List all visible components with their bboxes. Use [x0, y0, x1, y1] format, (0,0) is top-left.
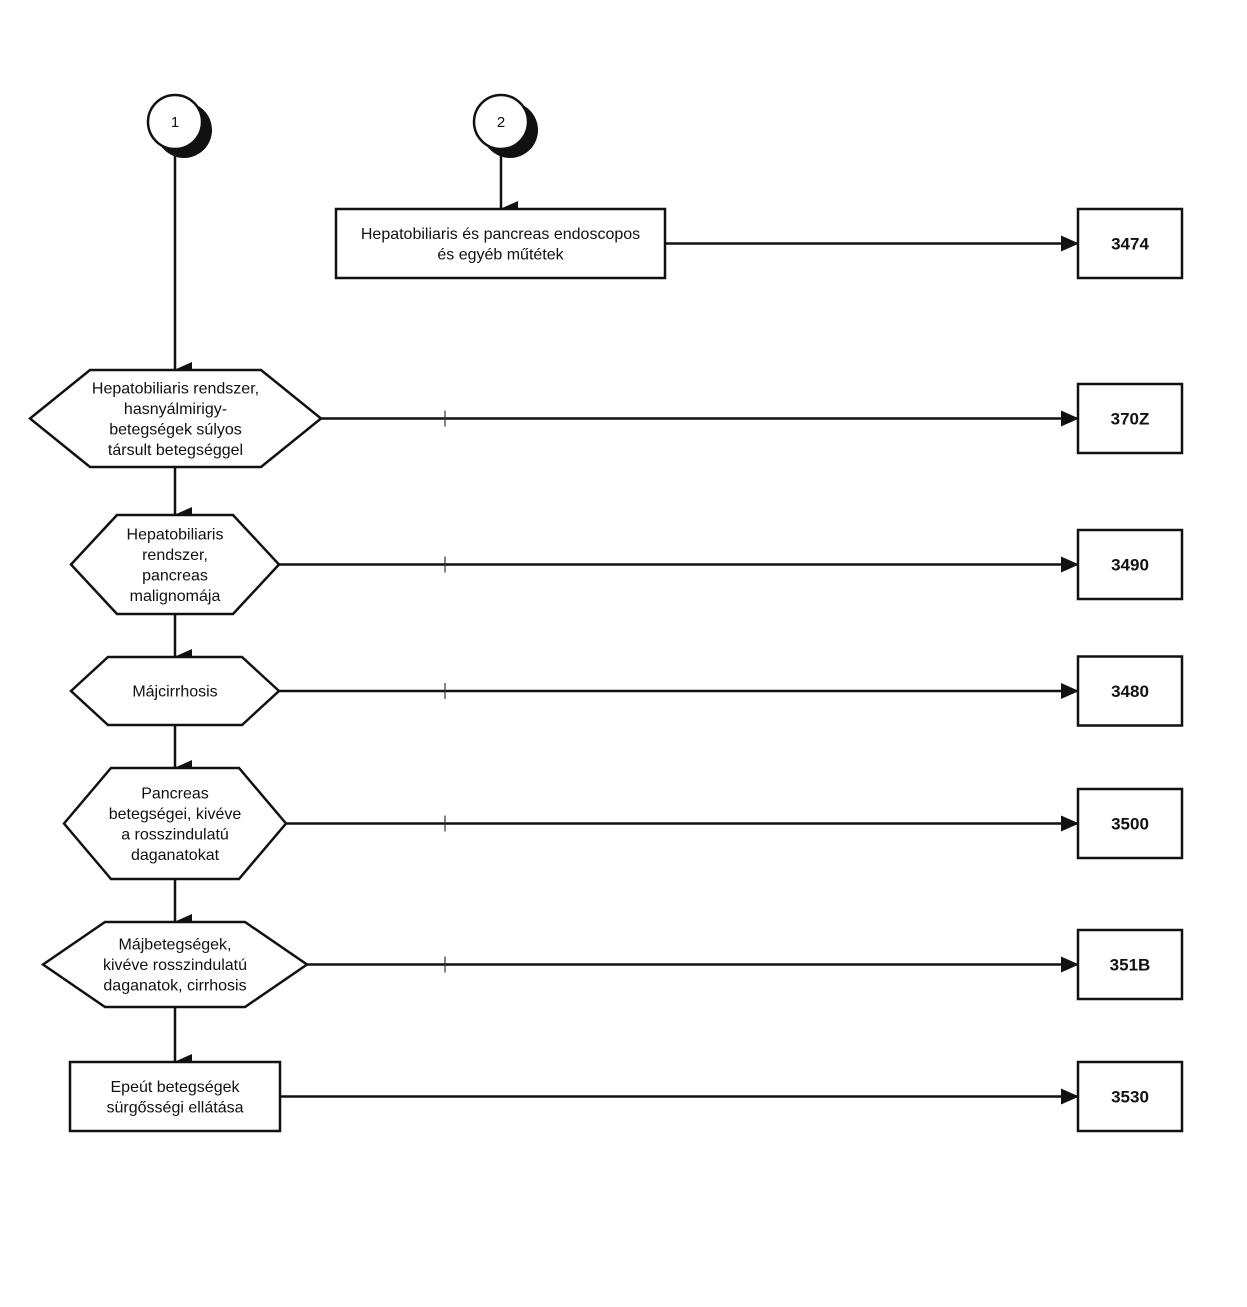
result-box-3530: 3530 — [1076, 1060, 1184, 1133]
node-label-line: és egyéb műtétek — [437, 246, 564, 263]
result-code: 351B — [1110, 956, 1151, 975]
result-code: 3474 — [1111, 235, 1149, 254]
node-label-line: daganatok, cirrhosis — [103, 978, 246, 995]
connector-1: 1 — [146, 93, 212, 158]
process-box — [68, 1060, 282, 1133]
node-label-line: daganatokat — [131, 847, 220, 864]
result-code: 3480 — [1111, 682, 1149, 701]
decision-node-3490: Hepatobiliaris rendszer, pancreas malignomá… — [69, 513, 281, 616]
node-label-line: Hepatobiliaris és pancreas endoscopos — [361, 226, 640, 243]
result-box-3474: 3474 — [1076, 207, 1184, 280]
decision-hexagon — [69, 655, 281, 727]
connector-2: 2 — [472, 93, 538, 158]
decision-node-3480: Májcirrhosis — [69, 655, 281, 727]
decision-hexagon — [62, 766, 288, 881]
node-label-line: Májbetegségek, — [119, 937, 232, 954]
decision-node-3530: Epeút betegségek sürgősségi ellátása — [68, 1060, 282, 1133]
result-box-370Z: 370Z — [1076, 382, 1184, 455]
result-box-351B: 351B — [1076, 928, 1184, 1001]
node-label-line: Hepatobiliaris — [127, 526, 224, 543]
result-rect — [1076, 787, 1184, 860]
connector-circle — [472, 93, 530, 151]
decision-node-351B: Májbetegségek, kivéve rosszindulatú dagana… — [40, 920, 310, 1009]
node-label-line: malignomája — [130, 588, 221, 605]
result-box-3480: 3480 — [1076, 655, 1184, 727]
connector-label: 1 — [171, 114, 179, 131]
result-code: 3530 — [1111, 1088, 1149, 1107]
decision-hexagon — [28, 368, 323, 469]
decision-node-3474: Hepatobiliaris és pancreas endoscopos és … — [334, 207, 667, 280]
result-rect — [1076, 382, 1184, 455]
node-label-line: a rosszindulatú — [121, 826, 229, 843]
node-label-line: társult betegséggel — [108, 442, 243, 459]
edges — [173, 149, 1079, 1105]
node-label-line: betegségek súlyos — [109, 421, 242, 438]
node-label-line: betegségei, kivéve — [109, 806, 242, 823]
result-rect — [1076, 1060, 1184, 1133]
result-code: 3500 — [1111, 815, 1149, 834]
result-rect — [1076, 655, 1184, 727]
process-box — [334, 207, 667, 280]
result-rect — [1076, 207, 1184, 280]
connector-label: 2 — [497, 114, 505, 131]
node-label-line: sürgősségi ellátása — [107, 1099, 244, 1116]
result-box-3490: 3490 — [1076, 528, 1184, 601]
connector-circle — [146, 93, 204, 151]
result-rect — [1076, 528, 1184, 601]
result-code: 3490 — [1111, 556, 1149, 575]
node-label-line: pancreas — [142, 567, 208, 584]
node-label-line: Májcirrhosis — [132, 684, 217, 701]
result-box-3500: 3500 — [1076, 787, 1184, 860]
decision-node-3500: Pancreas betegségei, kivéve a rosszindulat… — [62, 766, 288, 881]
decision-hexagon — [69, 513, 281, 616]
node-label-line: Hepatobiliaris rendszer, — [92, 380, 259, 397]
node-label-line: kivéve rosszindulatú — [103, 957, 247, 974]
node-label-line: Pancreas — [141, 785, 209, 802]
node-label-line: hasnyálmirigy- — [124, 401, 227, 418]
node-label-line: Epeút betegségek — [111, 1079, 241, 1096]
node-label-line: rendszer, — [142, 547, 208, 564]
result-code: 370Z — [1111, 410, 1150, 429]
decision-hexagon — [40, 920, 310, 1009]
decision-node-370Z: Hepatobiliaris rendszer, hasnyálmirigy-be… — [28, 368, 323, 469]
result-rect — [1076, 928, 1184, 1001]
